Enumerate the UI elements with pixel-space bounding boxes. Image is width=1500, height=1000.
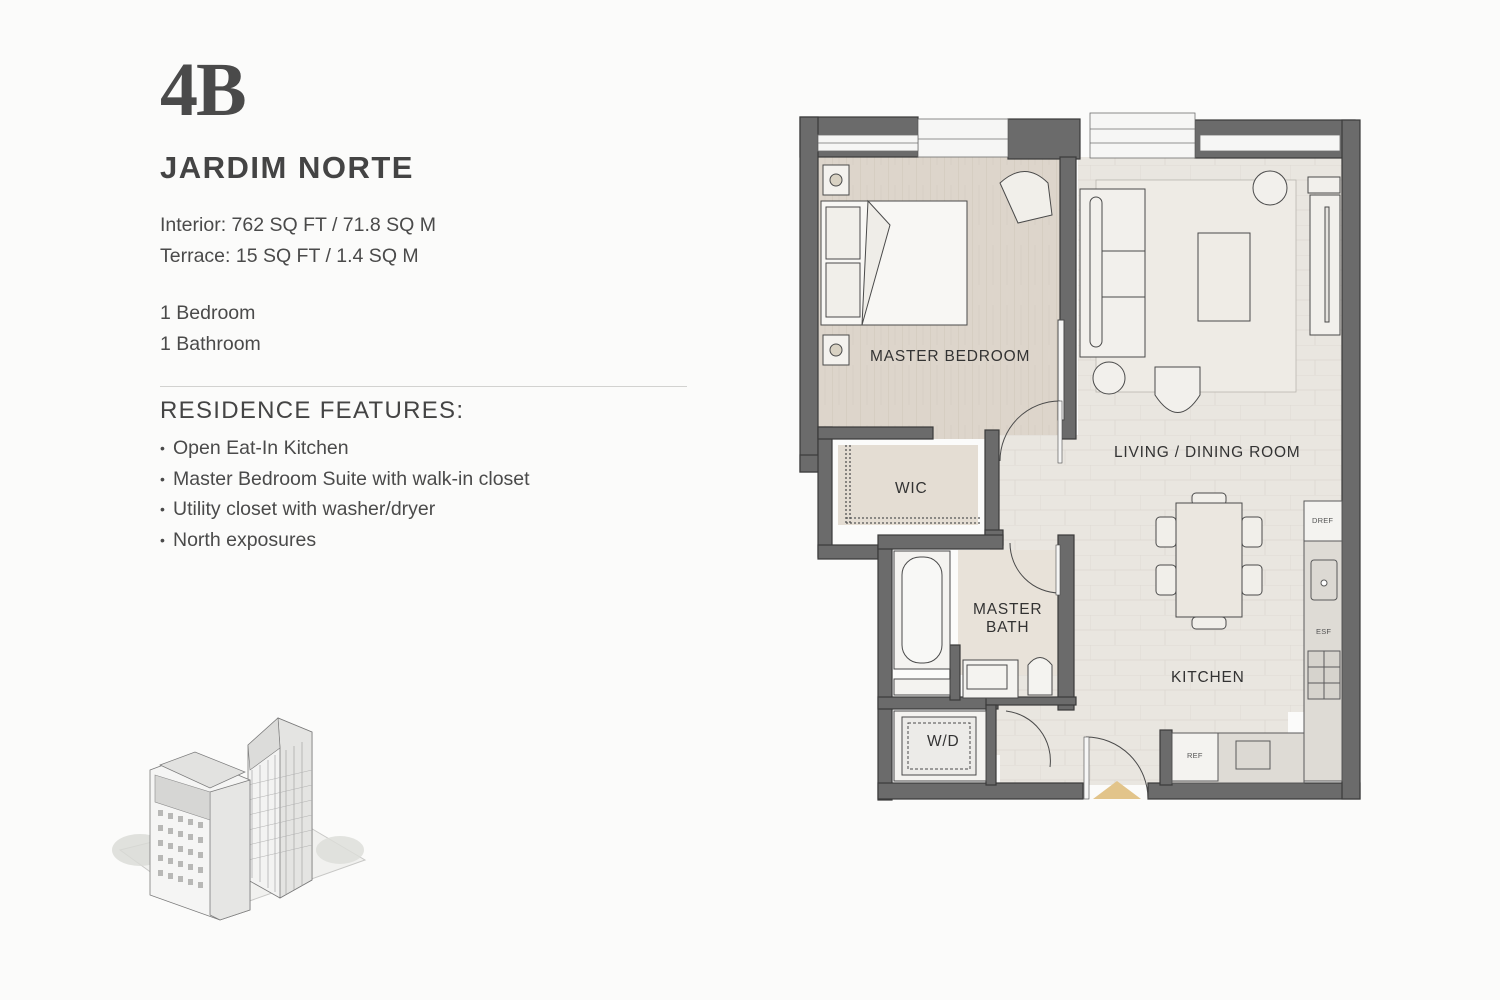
divider — [160, 386, 687, 387]
washer-dryer — [893, 710, 987, 782]
feature-item: •Utility closet with washer/dryer — [160, 494, 687, 525]
features-title: RESIDENCE FEATURES: — [160, 397, 465, 424]
unit-number: 4B — [160, 48, 247, 132]
feature-item: •Master Bedroom Suite with walk-in close… — [160, 464, 687, 495]
interior-area: Interior: 762 SQ FT / 71.8 SQ M — [160, 214, 436, 236]
label-refrigerator: REF — [1187, 751, 1203, 760]
kitchen-counters — [1171, 500, 1343, 784]
building-sketch-icon — [112, 717, 367, 921]
label-master-bath: MASTER BATH — [973, 601, 1043, 636]
bullet-icon: • — [160, 470, 165, 487]
label-dishwasher-fridge: DREF — [1312, 516, 1334, 525]
feature-item: •Open Eat-In Kitchen — [160, 433, 687, 464]
label-wic: WIC — [895, 480, 928, 497]
floor-plan-drawing — [799, 112, 1361, 801]
floor-plan: MASTER BEDROOM LIVING / DINING ROOM WIC … — [790, 105, 1370, 805]
bedroom-furniture — [820, 164, 1065, 421]
feature-item: •North exposures — [160, 525, 687, 556]
living-furniture — [1079, 170, 1341, 413]
label-kitchen: KITCHEN — [1171, 669, 1245, 686]
entry-marker-icon — [1093, 781, 1141, 799]
bathroom-count: 1 Bathroom — [160, 333, 261, 355]
label-master-bedroom: MASTER BEDROOM — [870, 348, 1031, 365]
project-name: JARDIM NORTE — [160, 150, 414, 185]
bullet-icon: • — [160, 440, 165, 456]
features-list: •Open Eat-In Kitchen •Master Bedroom Sui… — [160, 433, 687, 555]
area-block: Interior: 762 SQ FT / 71.8 SQ M Terrace:… — [160, 210, 687, 272]
label-range: ESF — [1316, 627, 1332, 636]
room-count-block: 1 Bedroom 1 Bathroom — [160, 298, 687, 360]
building-illustration — [100, 710, 370, 930]
dining-set — [1155, 492, 1263, 630]
label-washer-dryer: W/D — [927, 733, 960, 750]
bullet-icon: • — [160, 501, 165, 517]
wic-shelving — [845, 445, 980, 524]
terrace-area: Terrace: 15 SQ FT / 1.4 SQ M — [160, 245, 419, 267]
bath-fixtures — [893, 550, 1053, 699]
windows — [817, 112, 1341, 159]
bedroom-count: 1 Bedroom — [160, 302, 256, 324]
unit-info-panel: 4B JARDIM NORTE Interior: 762 SQ FT / 71… — [160, 52, 687, 555]
bullet-icon: • — [160, 531, 165, 548]
label-living-dining: LIVING / DINING ROOM — [1114, 444, 1301, 461]
